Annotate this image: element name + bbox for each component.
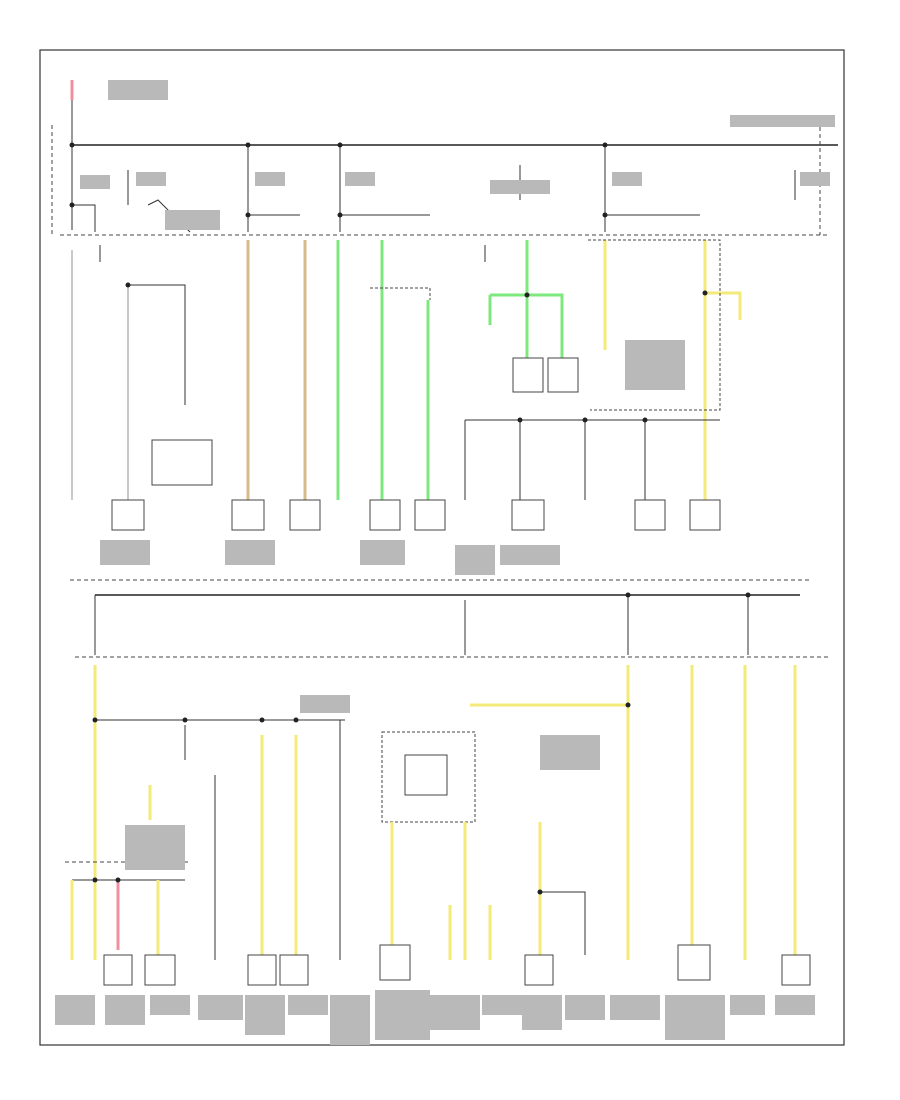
junction-dots [69, 142, 751, 895]
top-branch-wires [71, 239, 742, 500]
diagram-frame [39, 49, 845, 1046]
top-components [100, 340, 721, 575]
bottom-components [55, 695, 815, 1045]
fuse-drops [71, 145, 830, 233]
bottom-branch-wires [65, 665, 797, 960]
